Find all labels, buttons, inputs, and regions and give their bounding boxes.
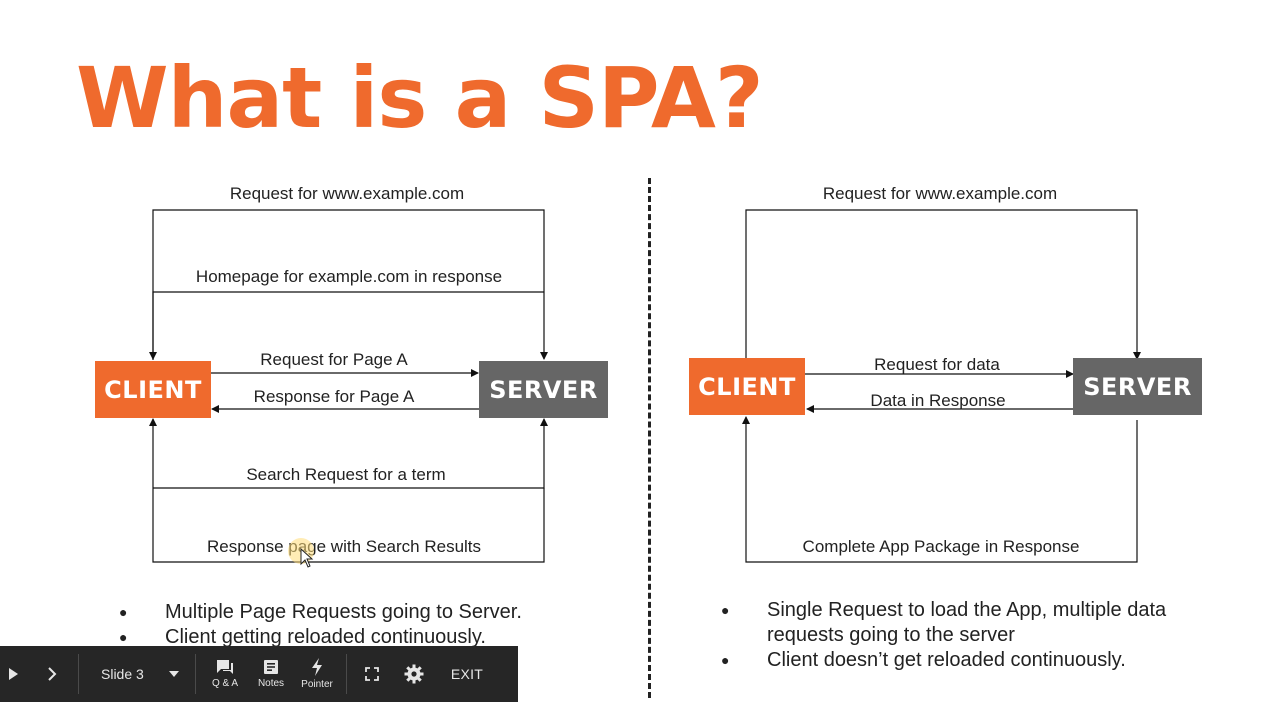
left-top-request-label: Request for www.example.com	[229, 184, 465, 203]
slide-selector[interactable]: Slide 3	[79, 646, 195, 702]
left-top-response-label: Homepage for example.com in response	[195, 267, 503, 286]
notes-icon	[264, 660, 278, 674]
next-slide-button[interactable]	[26, 646, 78, 702]
right-top-request-line	[745, 209, 1141, 360]
fullscreen-button[interactable]	[351, 646, 393, 702]
list-item: Single Request to load the App, multiple…	[721, 598, 1191, 648]
dropdown-icon	[169, 671, 179, 677]
left-mid-response-label: Response for Page A	[253, 387, 415, 406]
settings-button[interactable]	[393, 646, 435, 702]
right-bullet-list: Single Request to load the App, multiple…	[721, 598, 1191, 673]
right-mid-response-label: Data in Response	[870, 391, 1006, 410]
left-bottom-response-line	[149, 418, 545, 563]
list-item: Client getting reloaded continuously.	[119, 625, 599, 650]
left-top-request-line	[152, 209, 548, 360]
vertical-divider	[648, 178, 651, 698]
slide-title: What is a SPA?	[76, 49, 764, 147]
qa-icon	[217, 660, 233, 674]
pointer-label: Pointer	[301, 679, 333, 690]
left-client-box: CLIENT	[95, 361, 211, 418]
qa-button[interactable]: Q & A	[202, 646, 248, 702]
next-icon	[48, 667, 57, 681]
qa-label: Q & A	[211, 678, 239, 689]
fullscreen-icon	[365, 667, 379, 681]
right-server-box: SERVER	[1073, 358, 1202, 415]
slide-number-label: Slide 3	[101, 666, 144, 682]
toolbar-separator	[78, 654, 79, 694]
mouse-cursor-icon	[300, 548, 314, 568]
exit-button[interactable]: EXIT	[450, 666, 484, 682]
left-bottom-request-label: Search Request for a term	[246, 465, 446, 484]
left-bullet-list: Multiple Page Requests going to Server. …	[119, 600, 599, 650]
pointer-icon	[312, 658, 322, 676]
pointer-button[interactable]: Pointer	[294, 646, 340, 702]
right-top-request-label: Request for www.example.com	[822, 184, 1058, 203]
left-bottom-response-label: Response page with Search Results	[206, 537, 482, 556]
notes-label: Notes	[257, 678, 285, 689]
play-icon	[9, 668, 18, 680]
toolbar-separator	[346, 654, 347, 694]
right-bottom-response-line	[742, 416, 1138, 563]
gear-icon	[404, 664, 424, 684]
left-mid-request-label: Request for Page A	[260, 350, 408, 369]
list-item: Client doesn’t get reloaded continuously…	[721, 648, 1191, 673]
right-bottom-response-label: Complete App Package in Response	[802, 537, 1080, 556]
list-item: Multiple Page Requests going to Server.	[119, 600, 599, 625]
toolbar-separator	[195, 654, 196, 694]
right-mid-request-label: Request for data	[874, 355, 1000, 374]
right-client-box: CLIENT	[689, 358, 805, 415]
notes-button[interactable]: Notes	[248, 646, 294, 702]
presenter-toolbar: Slide 3 Q & A Notes Pointer	[0, 646, 518, 702]
left-top-response-line	[149, 291, 544, 360]
left-server-box: SERVER	[479, 361, 608, 418]
play-button[interactable]	[0, 646, 26, 702]
